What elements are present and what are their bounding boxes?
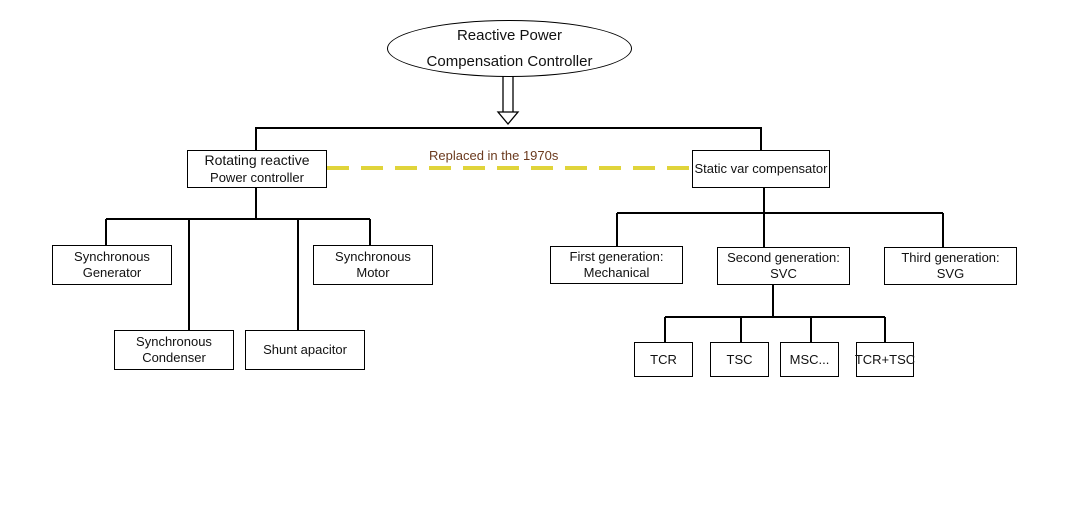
root-down-arrow [496,76,520,126]
third-generation-node: Third generation: SVG [884,247,1017,285]
first-generation-node: First generation: Mechanical [550,246,683,284]
rotating-line1: Rotating reactive [204,152,310,168]
first-gen-line2: Mechanical [583,265,650,280]
sync-condenser-line1: Synchronous [136,334,212,349]
root-line2: Compensation Controller [426,52,593,70]
first-gen-line1: First generation: [569,249,664,264]
tcr-label: TCR [650,351,677,367]
synchronous-motor-node: Synchronous Motor [313,245,433,285]
static-var-compensator-node: Static var compensator [692,150,830,188]
synchronous-condenser-node: Synchronous Condenser [114,330,234,370]
msc-label: MSC... [789,351,830,367]
sync-condenser-line2: Condenser [142,350,206,365]
third-gen-line1: Third generation: [901,250,1000,265]
tcr-tsc-label: TCR+TSC [854,351,916,367]
tsc-node: TSC [710,342,769,377]
rotating-line2: Power controller [210,170,304,185]
top-branch-connector [255,127,762,150]
second-gen-line2: SVC [770,266,797,281]
second-gen-line1: Second generation: [727,250,840,265]
shunt-capacitor-node: Shunt apacitor [245,330,365,370]
synchronous-generator-node: Synchronous Generator [52,245,172,285]
sync-generator-line2: Generator [82,265,142,280]
tcr-node: TCR [634,342,693,377]
sync-motor-line1: Synchronous [335,249,411,264]
static-var-label: Static var compensator [694,161,828,176]
static-tree-connectors [616,187,944,247]
msc-node: MSC... [780,342,839,377]
rotating-reactive-node: Rotating reactive Power controller [187,150,327,188]
tsc-label: TSC [726,351,753,367]
tcr-tsc-node: TCR+TSC [854,342,916,377]
third-gen-line2: SVG [936,266,965,281]
svc-tree-connectors [664,284,886,342]
sync-motor-line2: Motor [356,265,390,280]
shunt-capacitor-label: Shunt apacitor [263,342,347,357]
sync-generator-line1: Synchronous [74,249,150,264]
root-node: Reactive Power Compensation Controller [387,20,632,77]
replaced-note: Replaced in the 1970s [429,148,559,163]
root-line1: Reactive Power [456,26,563,44]
second-generation-node: Second generation: SVC [717,247,850,285]
